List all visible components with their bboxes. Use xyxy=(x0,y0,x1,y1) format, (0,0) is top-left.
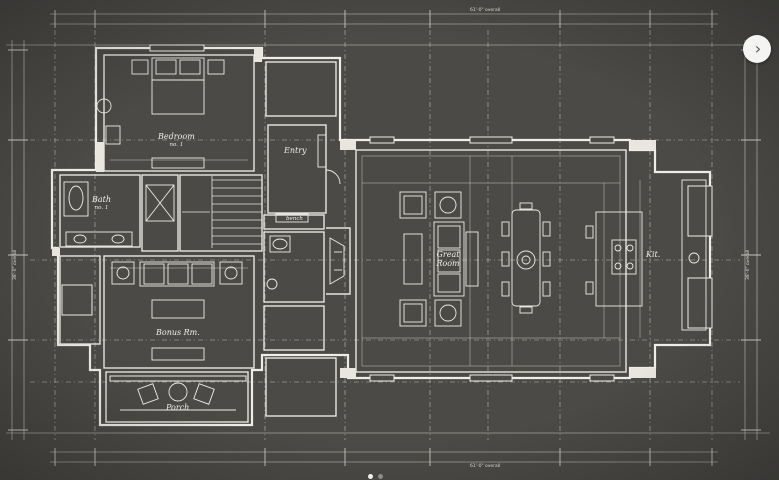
room-label-kitchen: Kit. xyxy=(646,250,661,259)
carousel-dot-2[interactable] xyxy=(378,474,383,479)
chevron-right-icon: › xyxy=(754,39,762,58)
dimension-overall-top: 61'-0" overall xyxy=(470,8,501,13)
dimension-overall-bottom: 61'-0" overall xyxy=(470,464,501,469)
room-label-porch: Porch xyxy=(166,403,190,412)
carousel-pagination xyxy=(368,474,383,479)
room-label-great-room: Great Room xyxy=(436,250,460,268)
room-label-bonus: Bonus Rm. xyxy=(156,328,200,337)
dimension-overall-left: 38'-0" overall xyxy=(13,249,18,280)
carousel-next-button[interactable]: › xyxy=(743,35,771,63)
dimension-overall-right: 38'-0" overall xyxy=(746,249,751,280)
room-label-entry: Entry xyxy=(284,146,307,155)
carousel-dot-1[interactable] xyxy=(368,474,373,479)
room-label-bench: bench xyxy=(286,216,303,222)
